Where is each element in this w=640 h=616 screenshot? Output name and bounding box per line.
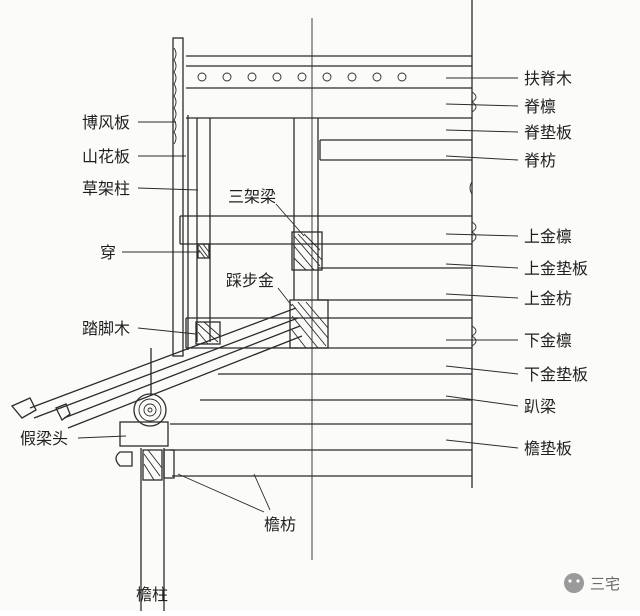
ridge-assembly [186,55,472,161]
label-xiajinlin: 下金檩 [524,331,572,350]
label-shanhuaban: 山花板 [82,147,130,166]
upper-purlin-level [179,215,472,301]
label-sanjialiang: 三架梁 [228,187,276,206]
label-xiajindianban: 下金垫板 [524,365,588,384]
label-jialiangtou: 假梁头 [20,429,68,448]
leader-lines [77,77,519,513]
king-post [293,118,319,300]
label-tajiaomu: 踏脚木 [82,319,130,338]
eave-purlin [115,393,169,467]
right-labels: 扶脊木 脊檩 脊垫板 脊枋 上金檩 上金垫板 上金枋 下金檩 下金垫板 趴梁 檐… [524,69,588,458]
label-jilin: 脊檩 [524,97,556,116]
label-chuan: 穿 [100,243,116,262]
gable-boards [172,37,189,357]
center-labels: 三架梁 踩步金 檐枋 檐柱 [136,187,296,604]
label-caibujin: 踩步金 [226,271,274,290]
label-yanzhu: 檐柱 [136,585,168,604]
watermark-text: 三宅 [590,575,620,593]
label-paliang: 趴梁 [524,397,556,416]
eave-column [140,348,175,611]
label-shangjinfang: 上金枋 [524,289,572,308]
label-caojiazhu: 草架柱 [82,179,130,198]
label-fujimu: 扶脊木 [524,69,572,88]
left-labels: 博风板 山花板 草架柱 穿 踏脚木 假梁头 [20,113,130,448]
label-bofengban: 博风板 [82,113,130,132]
wechat-icon [564,573,584,593]
label-yanfang: 檐枋 [264,515,296,534]
lower-purlin-level [170,299,472,477]
label-shangjinlin: 上金檩 [524,227,572,246]
rafters [10,307,303,429]
label-jifang: 脊枋 [524,151,556,170]
shelf-post [196,118,211,342]
label-jidianban: 脊垫板 [524,123,572,142]
ridge-rafter-holes [197,72,407,82]
label-yandianban: 檐垫板 [524,439,572,458]
label-shangjindianban: 上金垫板 [524,259,588,278]
watermark: 三宅 [564,573,620,593]
break-marks [469,91,477,347]
